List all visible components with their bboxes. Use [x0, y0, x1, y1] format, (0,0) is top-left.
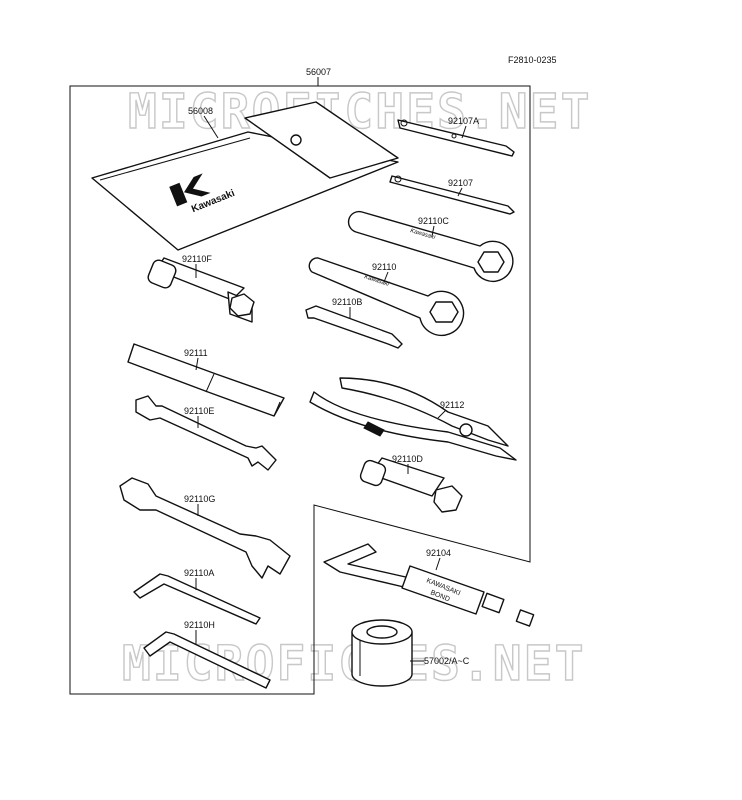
leader-56008 [203, 115, 219, 139]
bond-tube-92104: KAWASAKI BOND [323, 543, 535, 627]
leader-92112 [437, 409, 447, 419]
wrench-92110e [135, 395, 277, 471]
wrench-92110g [119, 477, 291, 579]
label-56008: 56008 [188, 106, 213, 116]
label-57002: 57002/A~C [424, 656, 470, 666]
leader-92107 [457, 187, 463, 197]
leader-92104 [435, 557, 441, 571]
label-92111: 92111 [184, 348, 208, 358]
socket-92110d [359, 457, 463, 513]
leader-92110 [383, 271, 389, 283]
label-92110d: 92110D [392, 454, 423, 464]
diagram-code: F2810-0235 [508, 55, 557, 65]
label-56007: 56007 [306, 67, 331, 77]
label-92110b: 92110B [332, 297, 362, 307]
label-92110g: 92110G [184, 494, 215, 504]
label-92107: 92107 [448, 178, 473, 188]
label-92107a: 92107A [448, 116, 479, 126]
socket-92110f [147, 257, 255, 323]
kit-boundary [69, 85, 531, 695]
hex-key-92110a [133, 573, 261, 625]
leader-92111 [195, 357, 199, 371]
box-wrench-92110c: Kawasaki [347, 210, 514, 283]
label-92110a: 92110A [184, 568, 214, 578]
flat-spanner-92110b [305, 305, 403, 349]
screwdriver-92107 [389, 175, 515, 215]
leader-92110c [431, 225, 435, 237]
leader-92107a [461, 125, 467, 139]
label-92110e: 92110E [184, 406, 214, 416]
pliers-92112 [309, 377, 517, 461]
tape-roll-57002 [351, 619, 413, 687]
label-92110f: 92110F [182, 254, 212, 264]
label-92112: 92112 [440, 400, 464, 410]
handle-92111 [127, 343, 285, 417]
label-92110c: 92110C [418, 216, 449, 226]
tool-pouch: Kawasaki [91, 101, 399, 251]
screwdriver-92107a [397, 119, 515, 157]
label-92110: 92110 [372, 262, 396, 272]
label-92110h: 92110H [184, 620, 215, 630]
label-92104: 92104 [426, 548, 451, 558]
hex-key-92110h [143, 631, 271, 689]
